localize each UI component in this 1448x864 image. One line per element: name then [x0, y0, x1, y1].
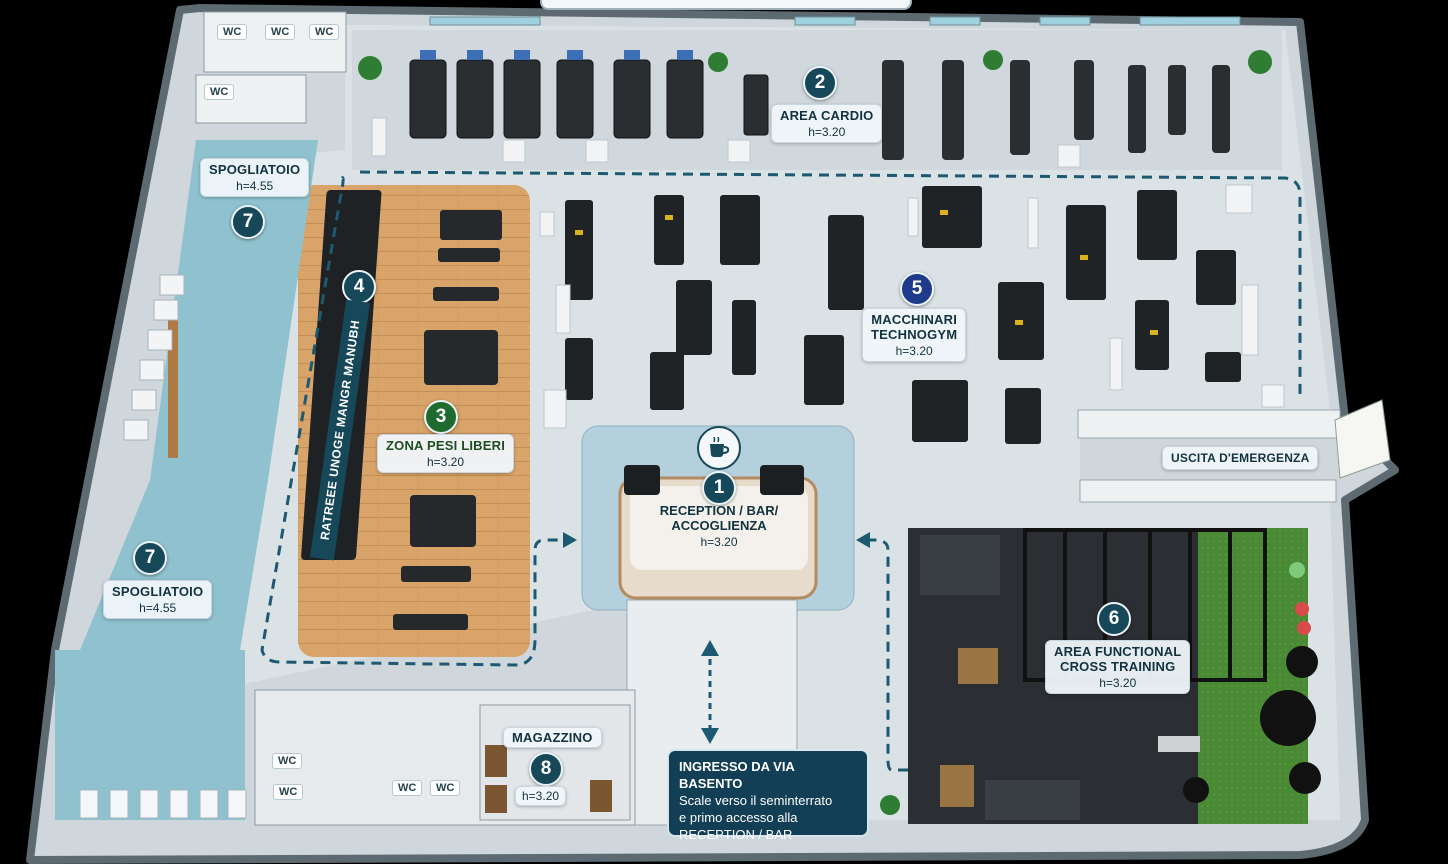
entrance-info-box: INGRESSO DA VIA BASENTO Scale verso il s… — [667, 749, 869, 842]
zone-6-title-line-2: CROSS TRAINING — [1059, 659, 1176, 674]
zone-2-height: h=3.20 — [808, 125, 846, 139]
entrance-line-2: e primo accesso alla — [679, 810, 798, 825]
zone-3-height: h=3.20 — [426, 455, 465, 469]
wc-label: WC — [265, 24, 296, 40]
zone-7b-label: SPOGLIATOIO h=4.55 — [103, 580, 213, 619]
zone-3-badge: 3 — [424, 400, 458, 434]
zone-6-height: h=3.20 — [1099, 676, 1137, 690]
benches — [393, 210, 502, 630]
entrance-line-3: RECEPTION / BAR — [679, 827, 793, 842]
storage-boxes — [485, 745, 612, 813]
zone-6-badge: 6 — [1097, 602, 1131, 636]
wc-label: WC — [204, 84, 235, 100]
zone-3-title: ZONA PESI LIBERI — [386, 438, 506, 453]
windows — [429, 16, 1241, 26]
emergency-exit-text: USCITA D'EMERGENZA — [1171, 451, 1310, 465]
zone-1-badge: 1 — [702, 471, 736, 505]
zone-7b-badge: 7 — [133, 541, 167, 575]
exit-door — [1334, 399, 1391, 479]
zone-3-label: ZONA PESI LIBERI h=3.20 — [377, 434, 515, 473]
top-door-bar — [540, 0, 912, 10]
locker-room-top — [150, 140, 318, 480]
zone-8-height: h=3.20 — [522, 789, 560, 803]
ellipticals — [882, 60, 1230, 160]
circulation-path-left — [260, 176, 575, 667]
lower-lockers-units — [79, 789, 247, 819]
zone-1-title-line-1: RECEPTION / BAR/ — [659, 503, 779, 518]
wc-label: WC — [309, 24, 340, 40]
treadmills — [409, 59, 769, 139]
zone-7b-height: h=4.55 — [139, 601, 177, 615]
zone-2-title: AREA CARDIO — [780, 108, 874, 123]
wc-label: WC — [392, 780, 423, 796]
zone-8-height-label: h=3.20 — [515, 786, 567, 806]
zone-4-vertical-banner: RATREEE UNOGE MANGR MANUBH — [300, 299, 370, 561]
zone-5-title-line-1: MACCHINARI — [871, 312, 958, 327]
entrance-line-1: Scale verso il seminterrato — [679, 793, 833, 808]
zone-5-title-line-2: TECHNOGYM — [871, 327, 958, 342]
zone-8-label: MAGAZZINO — [503, 727, 602, 748]
coffee-cup-icon — [697, 426, 741, 470]
zone-1-title-line-2: ACCOGLIENZA — [671, 518, 767, 533]
zone-5-height: h=3.20 — [895, 344, 933, 358]
zone-7a-label: SPOGLIATOIO h=4.55 — [200, 158, 310, 197]
wc-label: WC — [217, 24, 248, 40]
circulation-path — [359, 170, 1302, 398]
zone-7a-title: SPOGLIATOIO — [209, 162, 301, 177]
zone-5-badge: 5 — [900, 272, 934, 306]
emergency-exit-label: USCITA D'EMERGENZA — [1162, 446, 1319, 470]
zone-7a-badge: 7 — [231, 205, 265, 239]
path-arrows — [563, 532, 870, 548]
wc-label: WC — [273, 784, 304, 800]
cardio-screens — [420, 50, 693, 60]
entrance-title: INGRESSO DA VIA BASENTO — [679, 759, 795, 791]
zone-1-label: RECEPTION / BAR/ ACCOGLIENZA h=3.20 — [644, 503, 794, 549]
zone-2-label: AREA CARDIO h=3.20 — [771, 104, 883, 143]
wc-label: WC — [430, 780, 461, 796]
zone-5-label: MACCHINARI TECHNOGYM h=3.20 — [862, 308, 967, 362]
white-columns — [371, 117, 1285, 429]
wc-label: WC — [272, 753, 303, 769]
technogym-machines — [565, 186, 1241, 444]
circulation-path-right — [862, 538, 908, 772]
zone-6-title-line-1: AREA FUNCTIONAL — [1054, 644, 1182, 659]
functional-equipment — [920, 535, 1321, 820]
zone-7a-height: h=4.55 — [236, 179, 274, 193]
wc-top — [203, 11, 347, 73]
zone-8-title: MAGAZZINO — [512, 730, 593, 745]
zone-6-label: AREA FUNCTIONAL CROSS TRAINING h=3.20 — [1045, 640, 1191, 694]
machine-accents — [575, 210, 1158, 335]
zone-2-badge: 2 — [803, 66, 837, 100]
zone-8-badge: 8 — [529, 752, 563, 786]
emergency-wall — [1077, 409, 1341, 439]
zone-1-height: h=3.20 — [700, 535, 738, 549]
zone-7b-title: SPOGLIATOIO — [112, 584, 204, 599]
lockers — [123, 274, 185, 441]
zone-4-badge: 4 — [342, 270, 376, 304]
kettlebells — [1289, 562, 1311, 635]
